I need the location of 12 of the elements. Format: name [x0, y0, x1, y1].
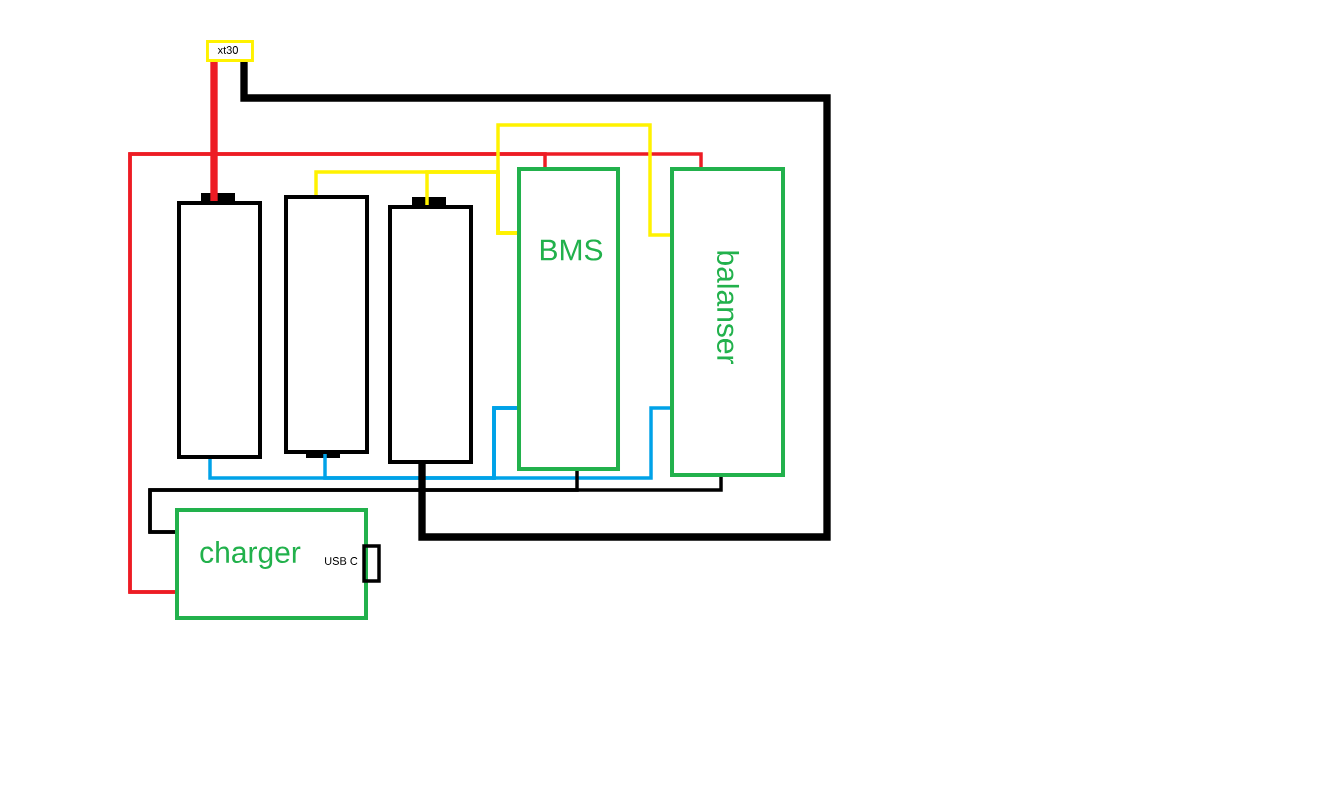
battery-cell	[284, 195, 369, 458]
battery-cell	[177, 193, 262, 459]
wire	[496, 123, 670, 237]
wire	[148, 477, 723, 534]
wire	[128, 152, 703, 594]
connector-box: xt30	[206, 40, 254, 62]
wire	[240, 61, 831, 541]
charger-box: charger USB C	[175, 508, 381, 620]
module-box: balanser	[670, 167, 785, 477]
battery-cell	[388, 197, 473, 464]
wire	[492, 406, 670, 480]
module-box: BMS	[517, 167, 620, 471]
